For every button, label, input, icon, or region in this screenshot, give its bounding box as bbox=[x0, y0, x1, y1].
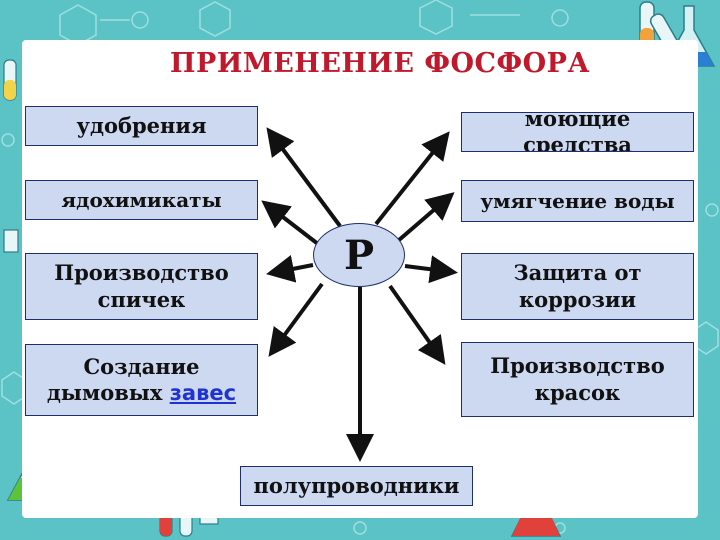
molecule-icon bbox=[419, 0, 453, 35]
box-label: коррозии bbox=[518, 286, 637, 312]
arrow-to-smoke-screens bbox=[268, 282, 324, 357]
phosphorus-symbol: P bbox=[313, 223, 405, 287]
application-box-matches: Производство спичек bbox=[25, 253, 258, 320]
molecule-icon bbox=[199, 1, 231, 37]
slide-title: ПРИМЕНЕНИЕ ФОСФОРА bbox=[170, 48, 590, 79]
application-box-fertilizers: удобрения bbox=[25, 106, 258, 146]
box-label: Производство bbox=[490, 353, 665, 379]
box-label: полупроводники bbox=[253, 472, 460, 498]
application-box-smoke-screens: Создание дымовых завес bbox=[25, 344, 258, 416]
box-label: спичек bbox=[97, 286, 186, 312]
box-label: Производство bbox=[54, 260, 229, 286]
box-label: средства bbox=[523, 132, 632, 152]
application-box-pesticides: ядохимикаты bbox=[25, 180, 258, 220]
application-box-paints: Производство красок bbox=[461, 342, 694, 417]
arrow-to-corrosion-protection bbox=[404, 255, 458, 284]
hcl-bottle-icon bbox=[3, 229, 19, 253]
box-label: удобрения bbox=[76, 112, 207, 138]
application-box-water-softening: умягчение воды bbox=[461, 180, 694, 222]
box-label: Защита от bbox=[513, 260, 642, 286]
box-label: ядохимикаты bbox=[61, 187, 222, 212]
box-label: красок bbox=[534, 379, 621, 405]
box-label: дымовых bbox=[46, 380, 163, 405]
arrow-to-paints bbox=[388, 284, 446, 365]
box-label: умягчение воды bbox=[480, 188, 675, 213]
application-box-detergents: моющие средства bbox=[461, 112, 694, 152]
arrow-to-fertilizers bbox=[266, 127, 342, 228]
arrow-to-pesticides bbox=[261, 200, 320, 246]
box-label: Создание bbox=[83, 353, 200, 379]
application-box-corrosion-protection: Защита от коррозии bbox=[461, 253, 694, 320]
molecule-icon bbox=[59, 4, 97, 46]
smoke-screens-link[interactable]: завес bbox=[169, 381, 237, 405]
application-box-semiconductors: полупроводники bbox=[240, 466, 473, 506]
arrow-to-water-softening bbox=[397, 192, 455, 242]
arrow-to-detergents bbox=[374, 131, 450, 226]
arrow-to-matches bbox=[266, 255, 314, 283]
box-label: моющие bbox=[524, 112, 631, 131]
